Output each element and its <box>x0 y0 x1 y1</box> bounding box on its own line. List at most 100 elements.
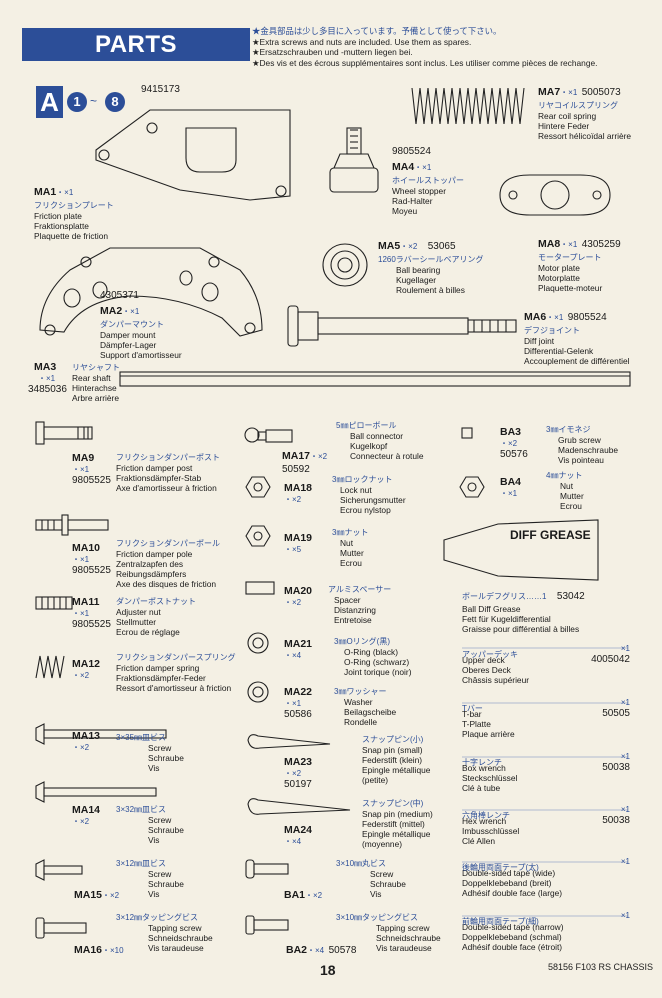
part-qty: ・×1 <box>500 489 518 498</box>
part-ba4: BA4 ・×1 <box>500 476 521 499</box>
part-jp: リヤコイルスプリング <box>538 101 618 110</box>
part-fr-cont: (petite) <box>362 775 389 785</box>
part-qty: ・×2 <box>72 671 90 680</box>
part-jp: フリクションダンパーポール <box>116 539 220 548</box>
part-de: Stellmutter <box>116 617 157 627</box>
part-id: MA21 <box>284 638 313 650</box>
part-jp: スナップピン(中) <box>362 799 424 808</box>
part-fr: Ecrou <box>560 501 582 511</box>
part-en: Motor plate <box>538 263 580 273</box>
extra-de: Steckschlüssel <box>462 773 518 783</box>
part-en: Tapping screw <box>376 923 430 933</box>
part-id: BA3 <box>500 426 522 438</box>
part-id: MA2 <box>100 305 123 317</box>
extra-qty: ×1 <box>620 698 630 707</box>
part-qty: ・×1 <box>38 374 56 383</box>
extra-qty: ×1 <box>620 805 630 814</box>
extra-qty: ×1 <box>620 752 630 761</box>
extra-qty: ×1 <box>620 911 630 920</box>
part-id: MA24 <box>284 824 313 836</box>
part-qty: ・×4 <box>284 651 302 660</box>
part-de: Beilagscheibe <box>344 707 397 717</box>
part-en: Rear coil spring <box>538 111 597 121</box>
part-qty: ・×1 <box>560 88 578 97</box>
part-fr: Ecrou nylstop <box>340 505 391 515</box>
extra-qty: ×1 <box>620 644 630 653</box>
part-fr: Axe d'amortisseur à friction <box>116 483 217 493</box>
part-ma13: MA13 ・×2 <box>72 730 100 753</box>
part-fr: Axe des disques de friction <box>116 579 217 589</box>
part-de: Rad-Halter <box>392 196 433 206</box>
part-jp: リヤシャフト <box>72 363 120 372</box>
part-jp: フリクションダンパーポスト <box>116 453 220 462</box>
part-qty: ・×1 <box>414 163 432 172</box>
part-id: MA6 <box>524 311 547 323</box>
part-id: MA13 <box>72 730 101 742</box>
part-en: Wheel stopper <box>392 186 446 196</box>
part-id: MA7 <box>538 86 561 98</box>
part-ma24: MA24 ・×4 <box>284 824 312 847</box>
part-fr: Plaquette-moteur <box>538 283 603 293</box>
part-qty: ・×2 <box>400 242 418 251</box>
nut-4mm-drawing <box>459 476 485 498</box>
part-de: Schraube <box>370 879 406 889</box>
part-id: MA4 <box>392 161 415 173</box>
extra-de: T-Platte <box>462 719 491 729</box>
o-ring-drawing <box>247 632 269 654</box>
part-de: Kugellager <box>396 275 437 285</box>
part-id: MA18 <box>284 482 313 494</box>
part-jp: 4㎜ナット <box>546 471 583 480</box>
rear-shaft-drawing <box>119 371 631 387</box>
part-en: Lock nut <box>340 485 372 495</box>
part-id: MA8 <box>538 238 561 250</box>
extra-item: 前輪用両面テープ(細)×1 Double-sided tape (narrow)… <box>462 911 630 952</box>
part-fr: Plaquette de friction <box>34 231 109 241</box>
part-de: Mutter <box>340 548 364 558</box>
round-screw-drawing <box>245 859 289 879</box>
extra-en: Hex wrench <box>462 816 507 826</box>
part-de: Mutter <box>560 491 584 501</box>
part-en: Nut <box>560 481 574 491</box>
part-qty: ・×1 <box>546 313 564 322</box>
part-en: Friction damper pole <box>116 549 193 559</box>
part-de: Schraube <box>148 753 184 763</box>
part-code: 50578 <box>328 945 357 956</box>
part-en: Damper mount <box>100 330 156 340</box>
part-ma21: MA21 ・×4 <box>284 638 312 661</box>
part-de: O-Ring (schwarz) <box>344 657 410 667</box>
part-ma19: MA19 ・×5 <box>284 532 312 555</box>
extra-item: 後輪用両面テープ(太)×1 Double-sided tape (wide)Do… <box>462 857 630 898</box>
part-de: Sicherungsmutter <box>340 495 406 505</box>
part-code: 50576 <box>500 449 528 460</box>
part-fr: Epingle métallique <box>362 765 431 775</box>
note-en: ★Extra screws and nuts are included. Use… <box>252 36 472 47</box>
page-title: PARTS <box>94 31 178 58</box>
part-id: MA10 <box>72 542 101 554</box>
part-code: 9415173 <box>141 84 180 95</box>
part-en: Grub screw <box>558 435 601 445</box>
extra-qty: ×1 <box>620 857 630 866</box>
extra-jp: アッパーデッキ <box>462 650 518 659</box>
extra-fr: Châssis supérieur <box>462 675 530 685</box>
part-de: Differential-Gelenk <box>524 346 594 356</box>
part-en: Screw <box>370 869 394 879</box>
extra-jp: 後輪用両面テープ(太) <box>462 863 539 872</box>
part-code: 50592 <box>282 464 310 475</box>
extra-en: Double-sided tape (wide) <box>462 868 556 878</box>
wheel-stopper-drawing <box>329 127 379 193</box>
part-jp: 5㎜ピローボール <box>336 421 397 430</box>
friction-plate-drawing <box>95 109 291 201</box>
part-fr: Vis <box>148 889 160 899</box>
note-fr: ★Des vis et des écrous supplémentaires s… <box>252 57 598 68</box>
part-fr: Vis pointeau <box>558 455 604 465</box>
part-jp: 3×10㎜丸ビス <box>336 859 387 868</box>
part-de: Zentralzapfen des <box>116 559 184 569</box>
